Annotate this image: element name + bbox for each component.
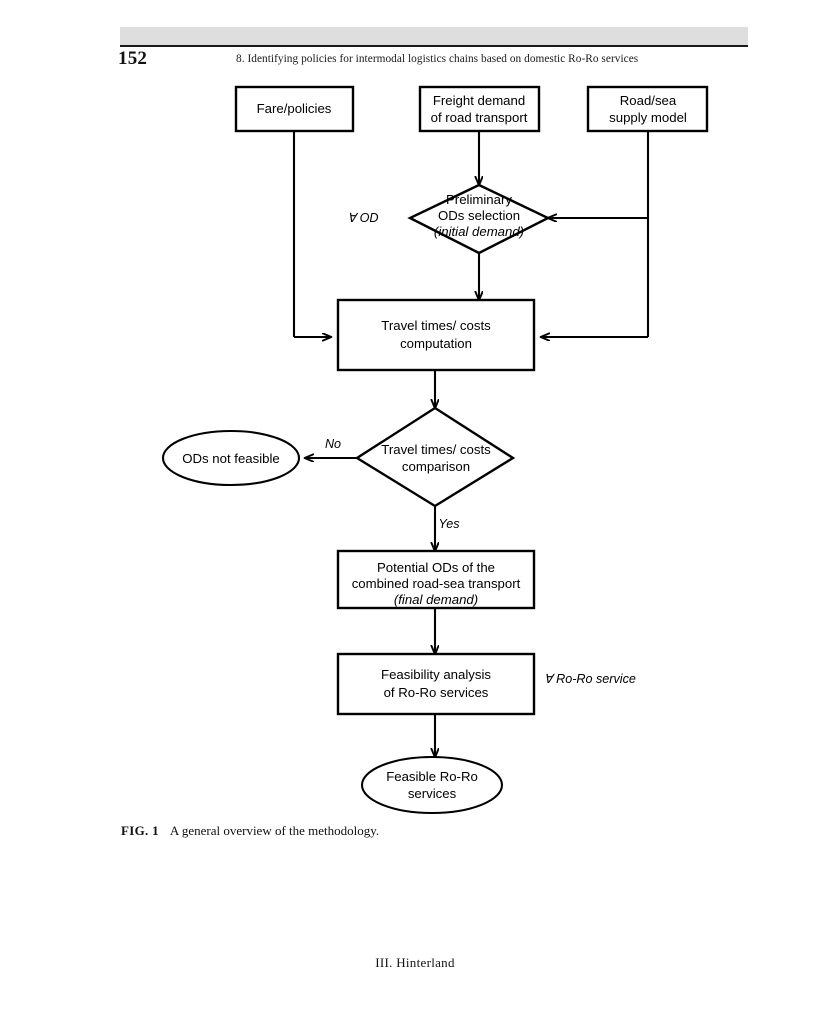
node-feasible-services-line-1: Feasible Ro-Ro [386, 769, 478, 784]
node-feasible-services: Feasible Ro-Ro services [360, 755, 504, 815]
node-feasibility-analysis-line-2: of Ro-Ro services [384, 685, 489, 700]
node-potential-ods-line-2: combined road-sea transport [352, 576, 521, 591]
figure-caption-label: FIG. 1 [121, 823, 159, 838]
edge-label-for-all-roro: ∀ Ro-Ro service [544, 672, 636, 686]
node-preliminary-selection-italic-line: (initial demand) [434, 224, 524, 239]
node-feasibility-analysis: Feasibility analysis of Ro-Ro services [336, 652, 536, 716]
node-potential-ods-line-1: Potential ODs of the [377, 560, 495, 575]
node-feasible-services-line-2: services [408, 786, 457, 801]
node-preliminary-selection-line-1: Preliminary [446, 192, 512, 207]
node-travel-computation-line-2: computation [400, 336, 472, 351]
node-freight-demand-line-1: Freight demand [433, 93, 525, 108]
node-supply-model-line-1: Road/sea [620, 93, 677, 108]
node-freight-demand-line-2: of road transport [431, 110, 528, 125]
node-potential-ods-italic-line: (final demand) [394, 592, 478, 607]
node-travel-computation: Travel times/ costs computation [336, 298, 536, 372]
node-preliminary-selection: Preliminary ODs selection (initial deman… [407, 183, 551, 255]
node-freight-demand: Freight demand of road transport [418, 85, 541, 133]
page-number: 152 [118, 48, 148, 69]
node-travel-comparison-line-1: Travel times/ costs [381, 442, 491, 457]
methodology-flowchart: Fare/policies Freight demand of road tra… [0, 78, 830, 818]
node-supply-model: Road/sea supply model [586, 85, 709, 133]
node-travel-comparison-line-2: comparison [402, 459, 470, 474]
running-head-title: 8. Identifying policies for intermodal l… [236, 53, 639, 65]
header-rule [120, 45, 748, 47]
edge-label-yes: Yes [438, 517, 460, 531]
figure-caption: FIG. 1 A general overview of the methodol… [121, 823, 379, 839]
node-feasibility-analysis-line-1: Feasibility analysis [381, 667, 491, 682]
node-fare-policies-line-1: Fare/policies [257, 101, 332, 116]
edge-label-for-all-od: ∀ OD [347, 211, 378, 225]
page-footer: III. Hinterland [375, 955, 455, 970]
header-gray-bar [120, 27, 748, 45]
node-ods-not-feasible-line-1: ODs not feasible [182, 451, 280, 466]
node-potential-ods: Potential ODs of the combined road-sea t… [336, 549, 536, 610]
node-ods-not-feasible: ODs not feasible [161, 429, 301, 487]
node-supply-model-line-2: supply model [609, 110, 687, 125]
node-travel-computation-line-1: Travel times/ costs [381, 318, 491, 333]
figure-caption-text: A general overview of the methodology. [169, 823, 380, 838]
node-preliminary-selection-line-2: ODs selection [438, 208, 520, 223]
node-travel-comparison: Travel times/ costs comparison [354, 406, 516, 508]
node-fare-policies: Fare/policies [234, 85, 355, 133]
edge-label-no: No [325, 437, 341, 451]
